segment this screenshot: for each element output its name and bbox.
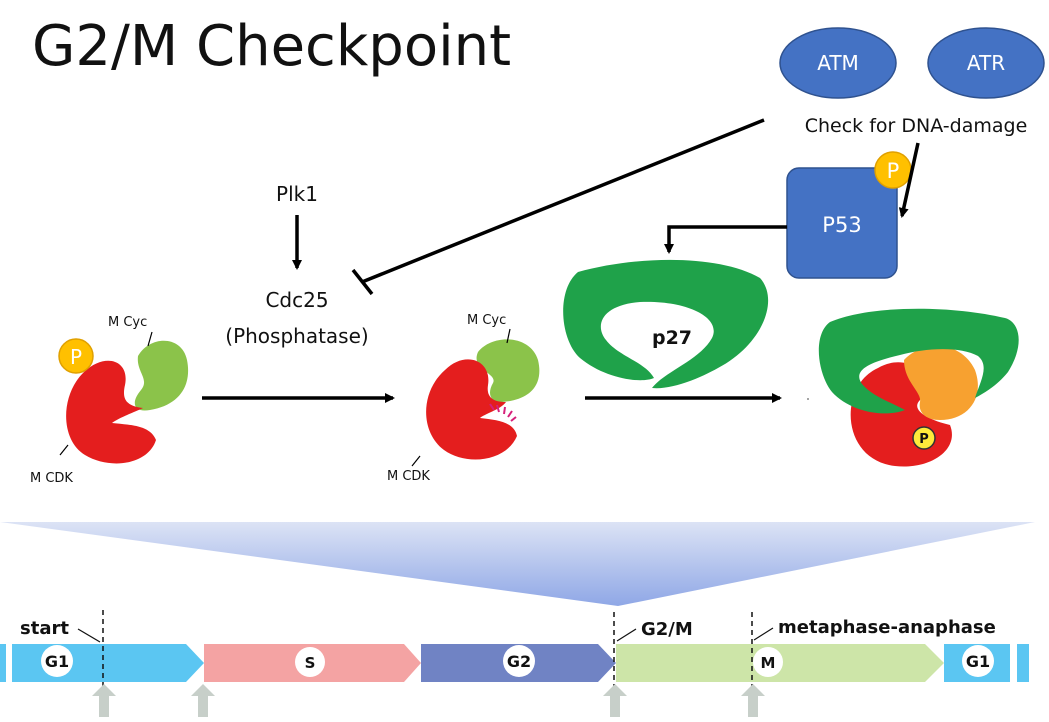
atm-node: ATM [779, 27, 897, 99]
p27-inhibitor: p27 [563, 259, 769, 389]
activation-sparks [489, 403, 517, 422]
checkpoint-start-label: start [20, 618, 69, 639]
phase-g2-label: G2 [507, 652, 531, 671]
dna-damage-label: Check for DNA-damage [805, 115, 1028, 137]
svg-text:P: P [919, 432, 929, 447]
complex-right: P [818, 308, 1019, 467]
plk1-label: Plk1 [276, 182, 318, 206]
atm-label: ATM [817, 51, 859, 75]
atr-label: ATR [967, 51, 1005, 75]
page-title: G2/M Checkpoint [32, 14, 511, 79]
m-cdk-mid-shape [426, 359, 517, 460]
checkpoint-g2m-label: G2/M [641, 619, 693, 640]
p53-node: P53 P [786, 151, 912, 279]
p27-label: p27 [652, 327, 692, 349]
phospho-badge-right [912, 426, 936, 450]
m-cdk-left-label: M CDK [30, 471, 73, 486]
m-cyc-mid-shape [476, 339, 540, 403]
p27-bound-shape [818, 308, 1019, 414]
checkpoint-metaphase-label: metaphase-anaphase [778, 617, 996, 638]
cyc-right-shape [904, 345, 978, 420]
phase-m-label: M [761, 654, 776, 672]
phase-g1-next-label: G1 [966, 652, 990, 671]
svg-text:P: P [887, 159, 900, 183]
phase-g1-arrow [12, 644, 204, 682]
m-cyc-mid-label: M Cyc [467, 313, 506, 328]
inhibition-line [351, 118, 765, 296]
p53-to-p27-arrow [664, 225, 787, 254]
m-cyc-left-label: M Cyc [108, 315, 147, 330]
phospho-badge-left [58, 338, 94, 374]
zoom-fan [0, 522, 1035, 606]
cdc25-label: Cdc25 [265, 288, 328, 312]
complex-left: P M Cyc M CDK [30, 315, 189, 486]
checkpoint-marker-2 [191, 684, 215, 717]
phase-g1-label: G1 [45, 652, 69, 671]
checkpoint-markers [92, 684, 765, 717]
complex-mid: M Cyc M CDK [387, 313, 540, 484]
damage-to-p53-arrow [898, 142, 920, 218]
cdc25-role: (Phosphatase) [225, 324, 368, 348]
cell-cycle-bar: G1 S G2 M G1 start G2/M metaphase-anapha… [0, 610, 1029, 717]
checkpoint-marker-4 [741, 684, 765, 717]
checkpoint-marker-1 [92, 684, 116, 717]
m-cyc-left-shape [134, 340, 189, 411]
atr-node: ATR [927, 27, 1045, 99]
p27-shape [563, 259, 769, 389]
p53-label: P53 [822, 213, 861, 237]
svg-text:P: P [70, 345, 82, 369]
m-cdk-left-shape [66, 360, 156, 464]
m-cdk-mid-label: M CDK [387, 469, 430, 484]
phase-s-label: S [305, 654, 316, 672]
checkpoint-marker-3 [603, 684, 627, 717]
